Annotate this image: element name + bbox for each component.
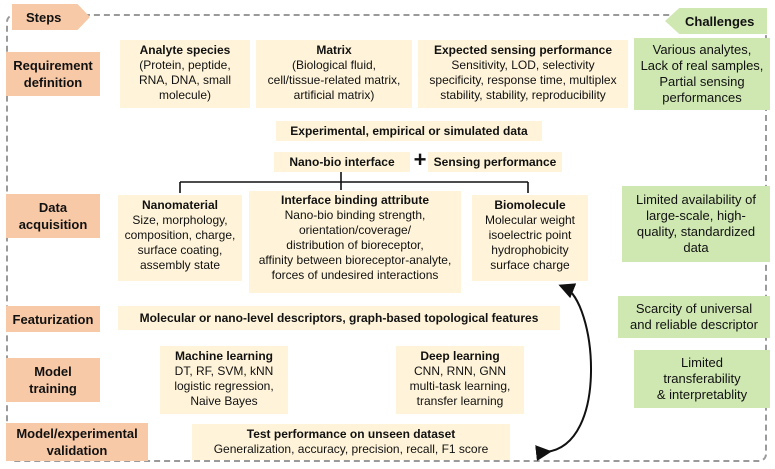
featurization-box: Molecular or nano-level descriptors, gra…	[118, 306, 560, 330]
featurization-text: Molecular or nano-level descriptors, gra…	[139, 311, 539, 325]
analyte-species-box: Analyte species (Protein, peptide, RNA, …	[120, 40, 250, 108]
challenge-line: Various analytes,	[652, 42, 752, 57]
box-line: cell/tissue-related matrix,	[267, 73, 401, 87]
box-title: Deep learning	[420, 349, 500, 363]
step-label: training	[29, 381, 77, 396]
challenges-header-label: Challenges	[685, 13, 755, 29]
plus-text: +	[413, 147, 427, 172]
box-title: Biomolecule	[494, 198, 566, 212]
interface-binding-attribute-box: Interface binding attribute Nano-bio bin…	[249, 191, 461, 293]
step-label: Featurization	[12, 311, 94, 327]
box-line: RNA, DNA, small	[138, 73, 231, 87]
box-line: (Protein, peptide,	[139, 58, 231, 72]
box-line: molecule)	[158, 88, 212, 102]
step-requirement-definition: Requirement definition	[6, 52, 100, 96]
box-line: Sensitivity, LOD, selectivity	[451, 58, 595, 72]
challenge-line: transferability	[663, 371, 741, 386]
box-line: logistic regression,	[174, 379, 274, 393]
box-line: isoelectric point	[488, 228, 572, 242]
validation-feedback-arrow	[535, 283, 592, 462]
step-model-training: Model training	[6, 358, 100, 402]
sensing-performance-text: Sensing performance	[433, 155, 557, 169]
challenge-line: & interpretablity	[656, 387, 748, 402]
step-label: Data	[38, 200, 68, 215]
matrix-box: Matrix (Biological fluid, cell/tissue-re…	[256, 40, 412, 108]
plus-sign: +	[412, 148, 428, 172]
box-line: artificial matrix)	[293, 88, 375, 102]
biomolecule-box: Biomolecule Molecular weight isoelectric…	[472, 195, 588, 281]
steps-header: Steps	[12, 4, 90, 30]
box-line: distribution of bioreceptor,	[286, 238, 424, 252]
nano-bio-interface-box: Nano-bio interface	[274, 152, 410, 172]
box-title: Machine learning	[174, 349, 274, 363]
challenge-line: large-scale, high-	[646, 208, 746, 223]
deep-learning-box: Deep learning CNN, RNN, GNN multi-task l…	[396, 346, 524, 414]
challenge-model-box: Limited transferability & interpretablit…	[634, 350, 770, 408]
challenge-line: Limited	[681, 355, 723, 370]
box-line: hydrophobicity	[491, 243, 569, 257]
challenge-featurization-box: Scarcity of universal and reliable descr…	[618, 296, 770, 338]
box-line: forces of undesired interactions	[271, 268, 439, 282]
challenge-line: performances	[662, 90, 742, 105]
box-line: stability, stability, reproducibility	[440, 88, 606, 102]
step-label: Model/experimental	[16, 426, 138, 441]
box-line: surface charge	[490, 258, 570, 272]
challenge-line: quality, standardized	[636, 224, 756, 239]
box-line: Nano-bio binding strength,	[284, 208, 426, 222]
box-title: Expected sensing performance	[433, 43, 613, 57]
box-line: transfer learning	[416, 394, 504, 408]
test-performance-box: Test performance on unseen dataset Gener…	[192, 424, 510, 460]
box-line: assembly state	[139, 258, 221, 272]
challenge-data-box: Limited availability of large-scale, hig…	[622, 186, 770, 262]
challenge-line: Lack of real samples,	[640, 58, 764, 73]
box-line: Naive Bayes	[190, 394, 258, 408]
box-line: Size, morphology,	[132, 213, 228, 227]
box-line: (Biological fluid,	[291, 58, 377, 72]
challenge-line: Scarcity of universal	[635, 301, 753, 316]
expected-sensing-performance-box: Expected sensing performance Sensitivity…	[418, 40, 628, 108]
box-title: Analyte species	[139, 43, 231, 57]
step-label: Model	[34, 364, 72, 379]
nanomaterial-box: Nanomaterial Size, morphology, compositi…	[118, 195, 242, 281]
box-title: Matrix	[316, 43, 352, 57]
box-line: Generalization, accuracy, precision, rec…	[213, 442, 489, 456]
box-title: Test performance on unseen dataset	[246, 427, 456, 441]
data-source-box: Experimental, empirical or simulated dat…	[276, 121, 542, 141]
sensing-performance-box: Sensing performance	[428, 152, 562, 172]
box-title: Interface binding attribute	[280, 193, 429, 207]
steps-header-label: Steps	[26, 9, 62, 25]
challenge-line: Limited availability of	[636, 192, 756, 207]
step-model-validation: Model/experimental validation	[6, 423, 148, 461]
step-label: Requirement	[13, 58, 93, 73]
step-label: validation	[46, 443, 108, 458]
box-line: surface coating,	[137, 243, 223, 257]
box-line: DT, RF, SVM, kNN	[174, 364, 274, 378]
challenge-requirement-box: Various analytes, Lack of real samples, …	[634, 38, 770, 110]
challenge-line: Partial sensing	[659, 74, 745, 89]
challenges-header: Challenges	[665, 8, 767, 34]
step-label: definition	[23, 75, 83, 90]
machine-learning-box: Machine learning DT, RF, SVM, kNN logist…	[160, 346, 288, 414]
box-line: Molecular weight	[484, 213, 576, 227]
data-source-text: Experimental, empirical or simulated dat…	[290, 124, 528, 138]
box-line: multi-task learning,	[409, 379, 511, 393]
challenge-line: and reliable descriptor	[630, 317, 758, 332]
challenge-line: data	[683, 240, 709, 255]
step-label: acquisition	[18, 217, 88, 232]
step-featurization: Featurization	[6, 306, 100, 332]
box-line: specificity, response time, multiplex	[429, 73, 617, 87]
box-line: CNN, RNN, GNN	[414, 364, 506, 378]
step-data-acquisition: Data acquisition	[6, 194, 100, 238]
box-line: composition, charge,	[124, 228, 236, 242]
box-line: orientation/coverage/	[298, 223, 412, 237]
nano-bio-interface-text: Nano-bio interface	[289, 155, 395, 169]
box-title: Nanomaterial	[141, 198, 219, 212]
box-line: affinity between bioreceptor-analyte,	[258, 253, 452, 267]
